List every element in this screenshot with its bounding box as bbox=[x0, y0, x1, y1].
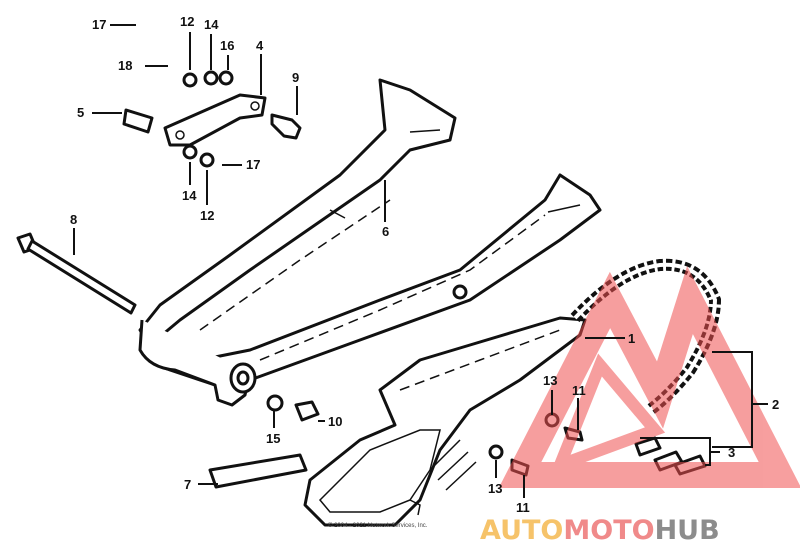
callout-7: 7 bbox=[184, 477, 191, 492]
callout-1: 1 bbox=[628, 331, 635, 346]
bracket bbox=[122, 70, 302, 168]
callout-13: 13 bbox=[543, 373, 557, 388]
logo-moto: MOTO bbox=[563, 515, 655, 546]
callout-11: 11 bbox=[516, 500, 530, 515]
callout-17: 17 bbox=[246, 157, 260, 172]
callout-10: 10 bbox=[328, 414, 342, 429]
callout-18: 18 bbox=[118, 58, 132, 73]
leader-lines bbox=[73, 24, 768, 498]
callout-8: 8 bbox=[70, 212, 77, 227]
callout-14: 14 bbox=[204, 17, 219, 32]
callout-6: 6 bbox=[382, 224, 389, 239]
watermark-logo: AUTOMOTOHUB bbox=[480, 517, 720, 545]
callout-14: 14 bbox=[182, 188, 197, 203]
copyright-text: © 2004 - 2021 Network Services, Inc. bbox=[328, 523, 428, 529]
callout-17: 17 bbox=[92, 17, 106, 32]
callout-3: 3 bbox=[728, 445, 735, 460]
callout-16: 16 bbox=[220, 38, 234, 53]
callout-12: 12 bbox=[180, 14, 194, 29]
callout-4: 4 bbox=[256, 38, 264, 53]
logo-auto: AUTO bbox=[480, 515, 564, 546]
swingarm bbox=[138, 78, 602, 407]
logo-hub: HUB bbox=[654, 515, 720, 546]
callout-12: 12 bbox=[200, 208, 214, 223]
pivot-bolt bbox=[16, 232, 137, 315]
callout-9: 9 bbox=[292, 70, 299, 85]
chain-guard bbox=[303, 316, 587, 527]
callout-11: 11 bbox=[572, 383, 586, 398]
callout-5: 5 bbox=[77, 105, 84, 120]
callout-15: 15 bbox=[266, 431, 280, 446]
watermark-triangles bbox=[498, 265, 800, 488]
callout-2: 2 bbox=[772, 397, 779, 412]
callout-13: 13 bbox=[488, 481, 502, 496]
